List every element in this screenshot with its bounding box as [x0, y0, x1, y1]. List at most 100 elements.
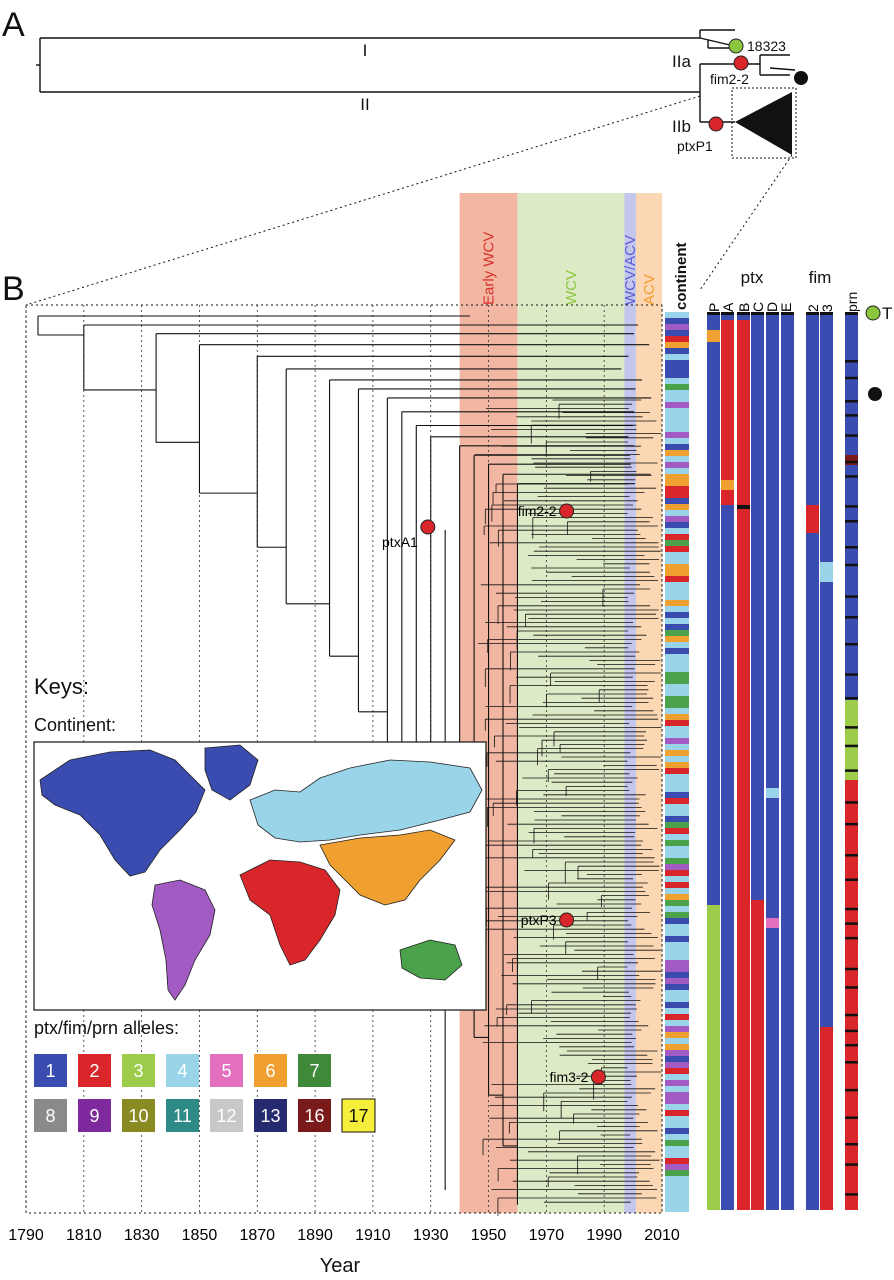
continent-cell	[665, 1146, 689, 1152]
prn-strip-segment	[845, 780, 858, 1210]
continent-cell	[665, 690, 689, 696]
prn-tick	[845, 546, 858, 549]
ptx-p-strip-segment	[707, 330, 720, 342]
continent-cell	[665, 1038, 689, 1044]
ptx-b-strip-segment	[737, 312, 750, 320]
continent-cell	[665, 786, 689, 792]
tick-label: 2010	[644, 1227, 680, 1244]
continent-cell	[665, 612, 689, 618]
alleles-key-title: ptx/fim/prn alleles:	[34, 1018, 179, 1038]
tick-label: 1830	[124, 1227, 160, 1244]
prn-tick	[845, 460, 858, 464]
clade-iia-label: IIa	[672, 52, 691, 71]
strip-top	[766, 312, 779, 315]
tree-node-0	[420, 519, 436, 535]
continent-cell	[665, 582, 689, 588]
continent-cell	[665, 618, 689, 624]
tree-node-label-1: fim2-2	[518, 503, 557, 519]
continent-cell	[665, 1176, 689, 1182]
continent-cell	[665, 990, 689, 996]
continent-cell	[665, 792, 689, 798]
panel-a-tree	[36, 29, 796, 123]
era-label-2: WCV/ACV	[622, 235, 639, 305]
continent-cell	[665, 1086, 689, 1092]
strip-top	[737, 312, 750, 315]
allele-swatch-9	[78, 1099, 111, 1132]
continent-cell	[665, 438, 689, 444]
prn-tick	[845, 505, 858, 508]
continent-cell	[665, 426, 689, 432]
allele-label-17: 17	[348, 1106, 368, 1126]
prn-tick	[845, 878, 858, 882]
strain-18323-marker	[728, 38, 744, 54]
prn-tick	[845, 519, 858, 523]
continent-cell	[665, 516, 689, 522]
prn-tick	[845, 822, 858, 826]
continent-cell	[665, 1092, 689, 1098]
continent-cell	[665, 798, 689, 804]
fim-gene-0: 2	[805, 304, 821, 312]
panel-b-label: B	[2, 270, 25, 308]
continent-cell	[665, 624, 689, 630]
continent-cell	[665, 1050, 689, 1056]
continent-cell	[665, 1068, 689, 1074]
tree-node-2	[559, 912, 575, 928]
continent-cell	[665, 1200, 689, 1206]
continent-cell	[665, 726, 689, 732]
ptx-b-strip-segment	[737, 505, 750, 509]
continent-cell	[665, 354, 689, 360]
continent-cell	[665, 732, 689, 738]
strip-top	[806, 312, 819, 315]
prn-tick	[845, 1043, 858, 1047]
ptx-p-strip-segment	[707, 905, 720, 1210]
continent-cell	[665, 1134, 689, 1140]
continent-cell	[665, 936, 689, 942]
continent-cell	[665, 318, 689, 324]
continent-cell	[665, 918, 689, 924]
continent-cell	[665, 360, 689, 366]
allele-swatch-11	[166, 1099, 199, 1132]
continent-cell	[665, 1002, 689, 1008]
continent-cell	[665, 420, 689, 426]
ptx-d-strip-segment	[766, 918, 779, 928]
allele-swatch-2	[78, 1054, 111, 1087]
fim-3-strip-segment	[820, 1027, 833, 1210]
prn-tick	[845, 642, 858, 646]
tree-node-label-2: ptxP3	[521, 912, 557, 928]
allele-swatch-17	[341, 1098, 376, 1133]
continent-cell	[665, 498, 689, 504]
allele-swatch-10	[122, 1099, 155, 1132]
continent-cell	[665, 894, 689, 900]
panel-a-label: A	[2, 6, 25, 44]
continent-cell	[665, 912, 689, 918]
tree-node-label-3: fim3-2	[549, 1069, 588, 1085]
oceania-region	[399, 939, 463, 981]
tick-label: 1990	[586, 1227, 622, 1244]
continent-cell	[665, 846, 689, 852]
continent-cell	[665, 432, 689, 438]
continent-cell	[665, 540, 689, 546]
allele-label-6: 6	[265, 1061, 275, 1081]
continent-cell	[665, 978, 689, 984]
continent-cell	[665, 756, 689, 762]
tree-node-label-0: ptxA1	[382, 534, 418, 550]
prn-tick	[845, 615, 858, 619]
continent-cell	[665, 900, 689, 906]
continent-cell	[665, 996, 689, 1002]
continent-cell	[665, 372, 689, 378]
continent-cell	[665, 822, 689, 828]
continent-cell	[665, 720, 689, 726]
allele-swatch-8	[34, 1099, 67, 1132]
allele-label-9: 9	[89, 1106, 99, 1126]
ptx-node-label: ptxP1	[677, 138, 713, 154]
tree-node-markers: ptxA1 fim2-2 ptxP3 fim3-2	[382, 503, 606, 1085]
black-marker	[794, 71, 808, 85]
continent-cell	[665, 1074, 689, 1080]
continent-cell	[665, 840, 689, 846]
ptx-node-marker	[708, 116, 724, 132]
continent-cell	[665, 804, 689, 810]
continent-cell	[665, 810, 689, 816]
